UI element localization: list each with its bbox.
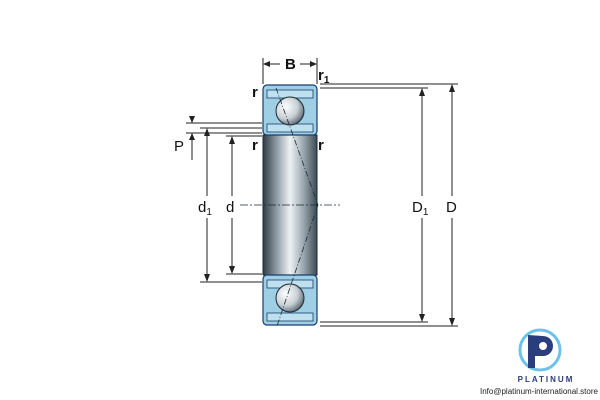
label-r-top-left: r <box>252 84 258 101</box>
label-r-mid-right: r <box>318 137 324 154</box>
brand-contact: Info@platinum-international.store <box>480 387 598 396</box>
brand-name: PLATINUM <box>517 375 575 384</box>
dim-d <box>226 135 262 275</box>
dim-D1 <box>320 87 428 323</box>
label-d: d <box>226 199 234 216</box>
platinum-logo-icon <box>518 328 562 372</box>
label-r1: r1 <box>318 67 330 86</box>
bottom-ball <box>275 283 305 313</box>
contact-angle-line-lower <box>276 204 319 327</box>
label-d1: d1 <box>198 199 212 218</box>
label-r-mid-left: r <box>252 137 258 154</box>
top-ring-section <box>262 84 318 136</box>
bottom-ring-section <box>262 274 318 326</box>
dim-P <box>186 116 262 160</box>
dim-d1 <box>200 127 262 283</box>
label-D: D <box>446 199 457 216</box>
label-D1: D1 <box>412 199 429 218</box>
contact-angle-line <box>275 87 319 206</box>
dim-B <box>262 55 318 84</box>
label-P: P <box>174 138 184 155</box>
dim-D <box>320 83 458 327</box>
label-B: B <box>285 56 296 73</box>
top-ball <box>275 96 305 126</box>
